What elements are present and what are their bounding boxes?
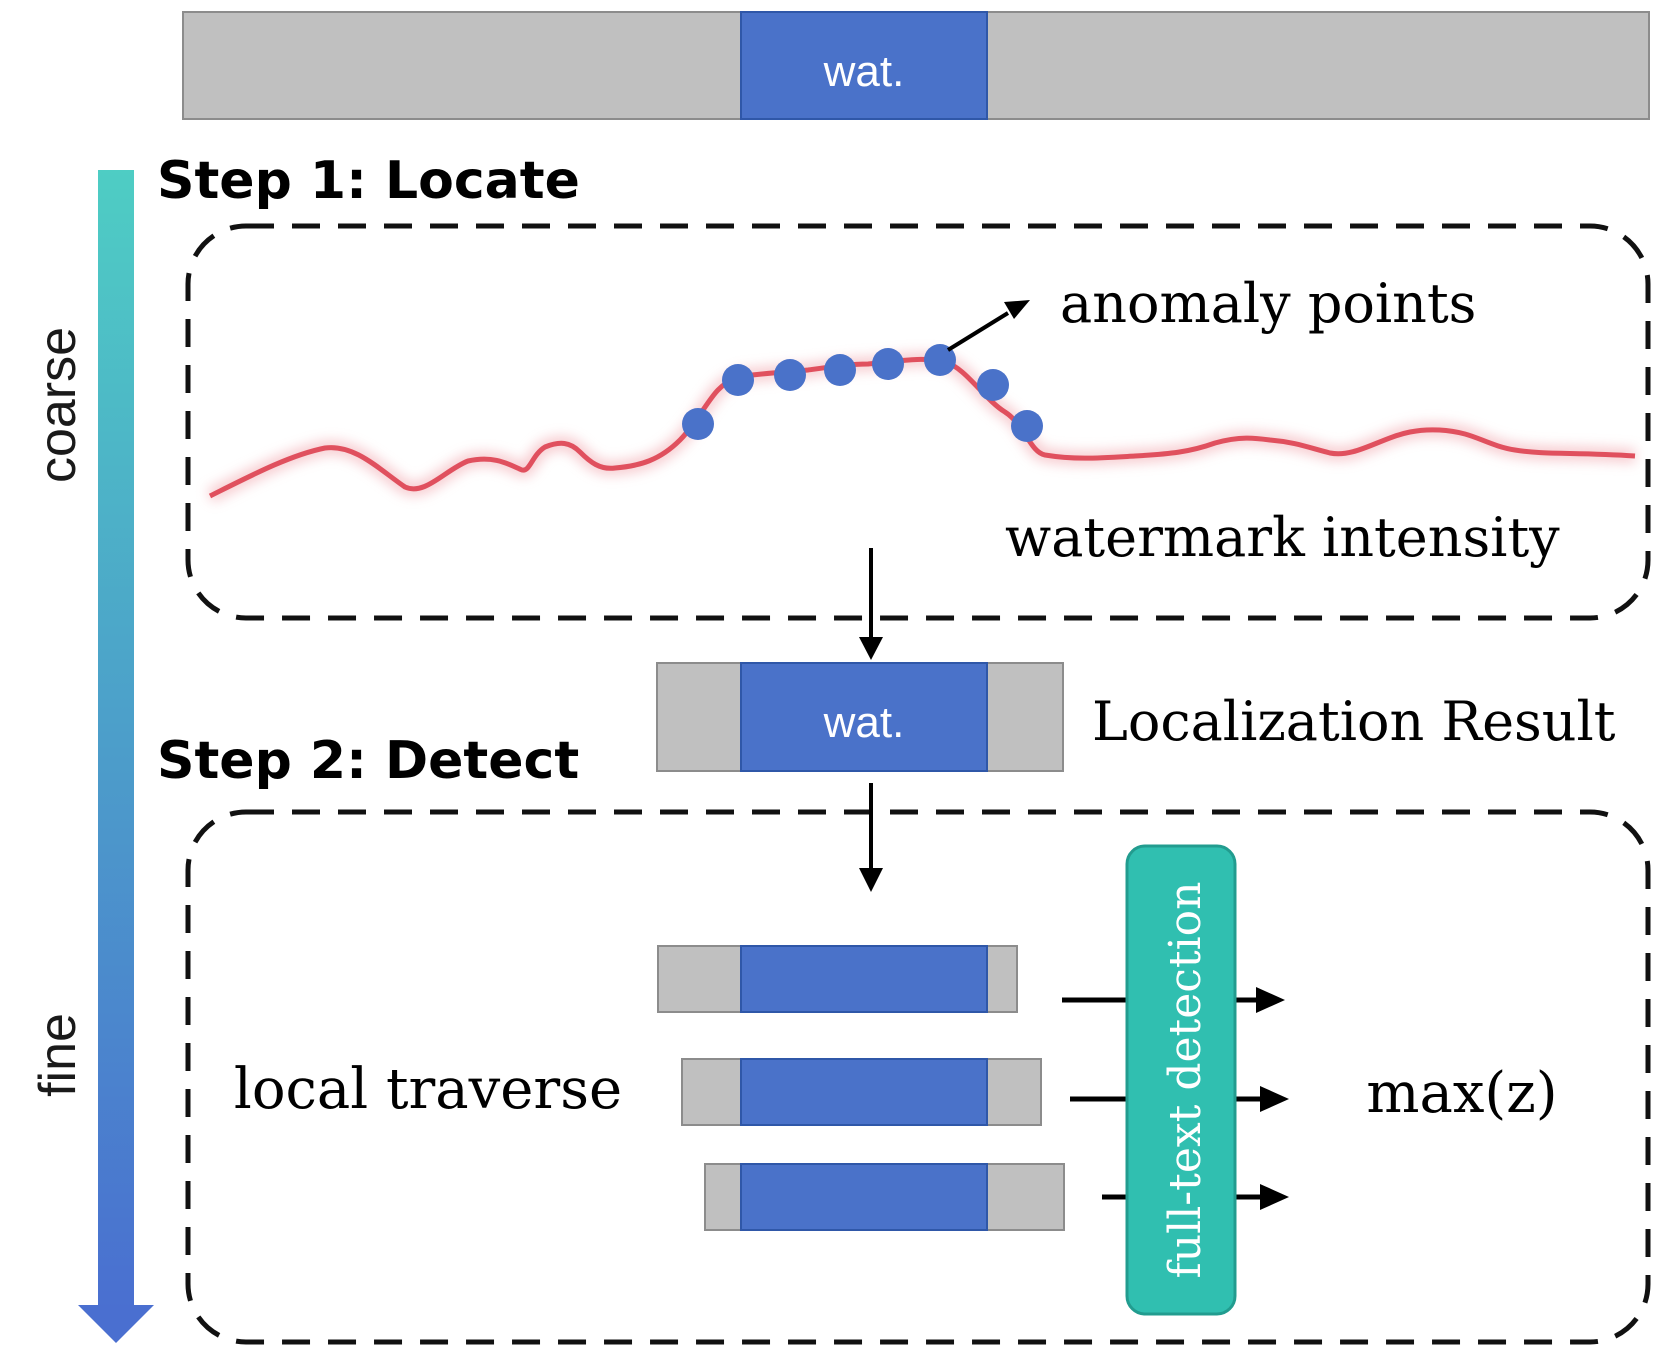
anomaly-points-label: anomaly points (1060, 272, 1476, 335)
max-z-output-label: max(z) (1366, 1061, 1557, 1126)
anomaly-pointer-arrow (946, 300, 1030, 352)
down-arrow-icon (859, 783, 883, 892)
down-arrow-icon (859, 548, 883, 660)
coarse-label: coarse (29, 327, 87, 483)
anomaly-point (977, 369, 1009, 401)
coarse-to-fine-arrow: coarse fine (29, 170, 154, 1343)
fine-label: fine (29, 1013, 87, 1097)
step1-dashed-box (185, 223, 1651, 621)
full-text-detection-block: full-text detection (1125, 844, 1237, 1316)
localized-segment-label: wat. (823, 698, 905, 747)
watermark-intensity-curve (208, 356, 1636, 499)
anomaly-point (872, 348, 904, 380)
anomaly-point (774, 359, 806, 391)
step1-title: Step 1: Locate (157, 151, 580, 211)
localization-result-label: Localization Result (1092, 690, 1616, 753)
full-text-detection-label: full-text detection (1160, 882, 1211, 1279)
traverse-window (704, 1163, 1065, 1231)
anomaly-point (924, 344, 956, 376)
anomaly-point (1011, 410, 1043, 442)
anomaly-point (682, 408, 714, 440)
full-text-bar: wat. (182, 11, 1650, 120)
intensity-curve-glow (206, 352, 1636, 503)
anomaly-point (722, 364, 754, 396)
traverse-window (681, 1058, 1042, 1126)
localized-watermark-segment (740, 662, 988, 772)
anomaly-points (682, 344, 1043, 442)
local-traverse-label: local traverse (234, 1057, 622, 1122)
anomaly-point (824, 354, 856, 386)
watermark-segment-label: wat. (823, 47, 905, 96)
watermark-segment (740, 11, 988, 120)
traverse-window (657, 945, 1018, 1013)
step2-dashed-box (185, 809, 1651, 1345)
localization-result-bar: wat. (656, 662, 1064, 772)
watermark-intensity-label: watermark intensity (1005, 506, 1560, 569)
step2-title: Step 2: Detect (157, 731, 579, 791)
arrow-head-icon (78, 1305, 154, 1343)
